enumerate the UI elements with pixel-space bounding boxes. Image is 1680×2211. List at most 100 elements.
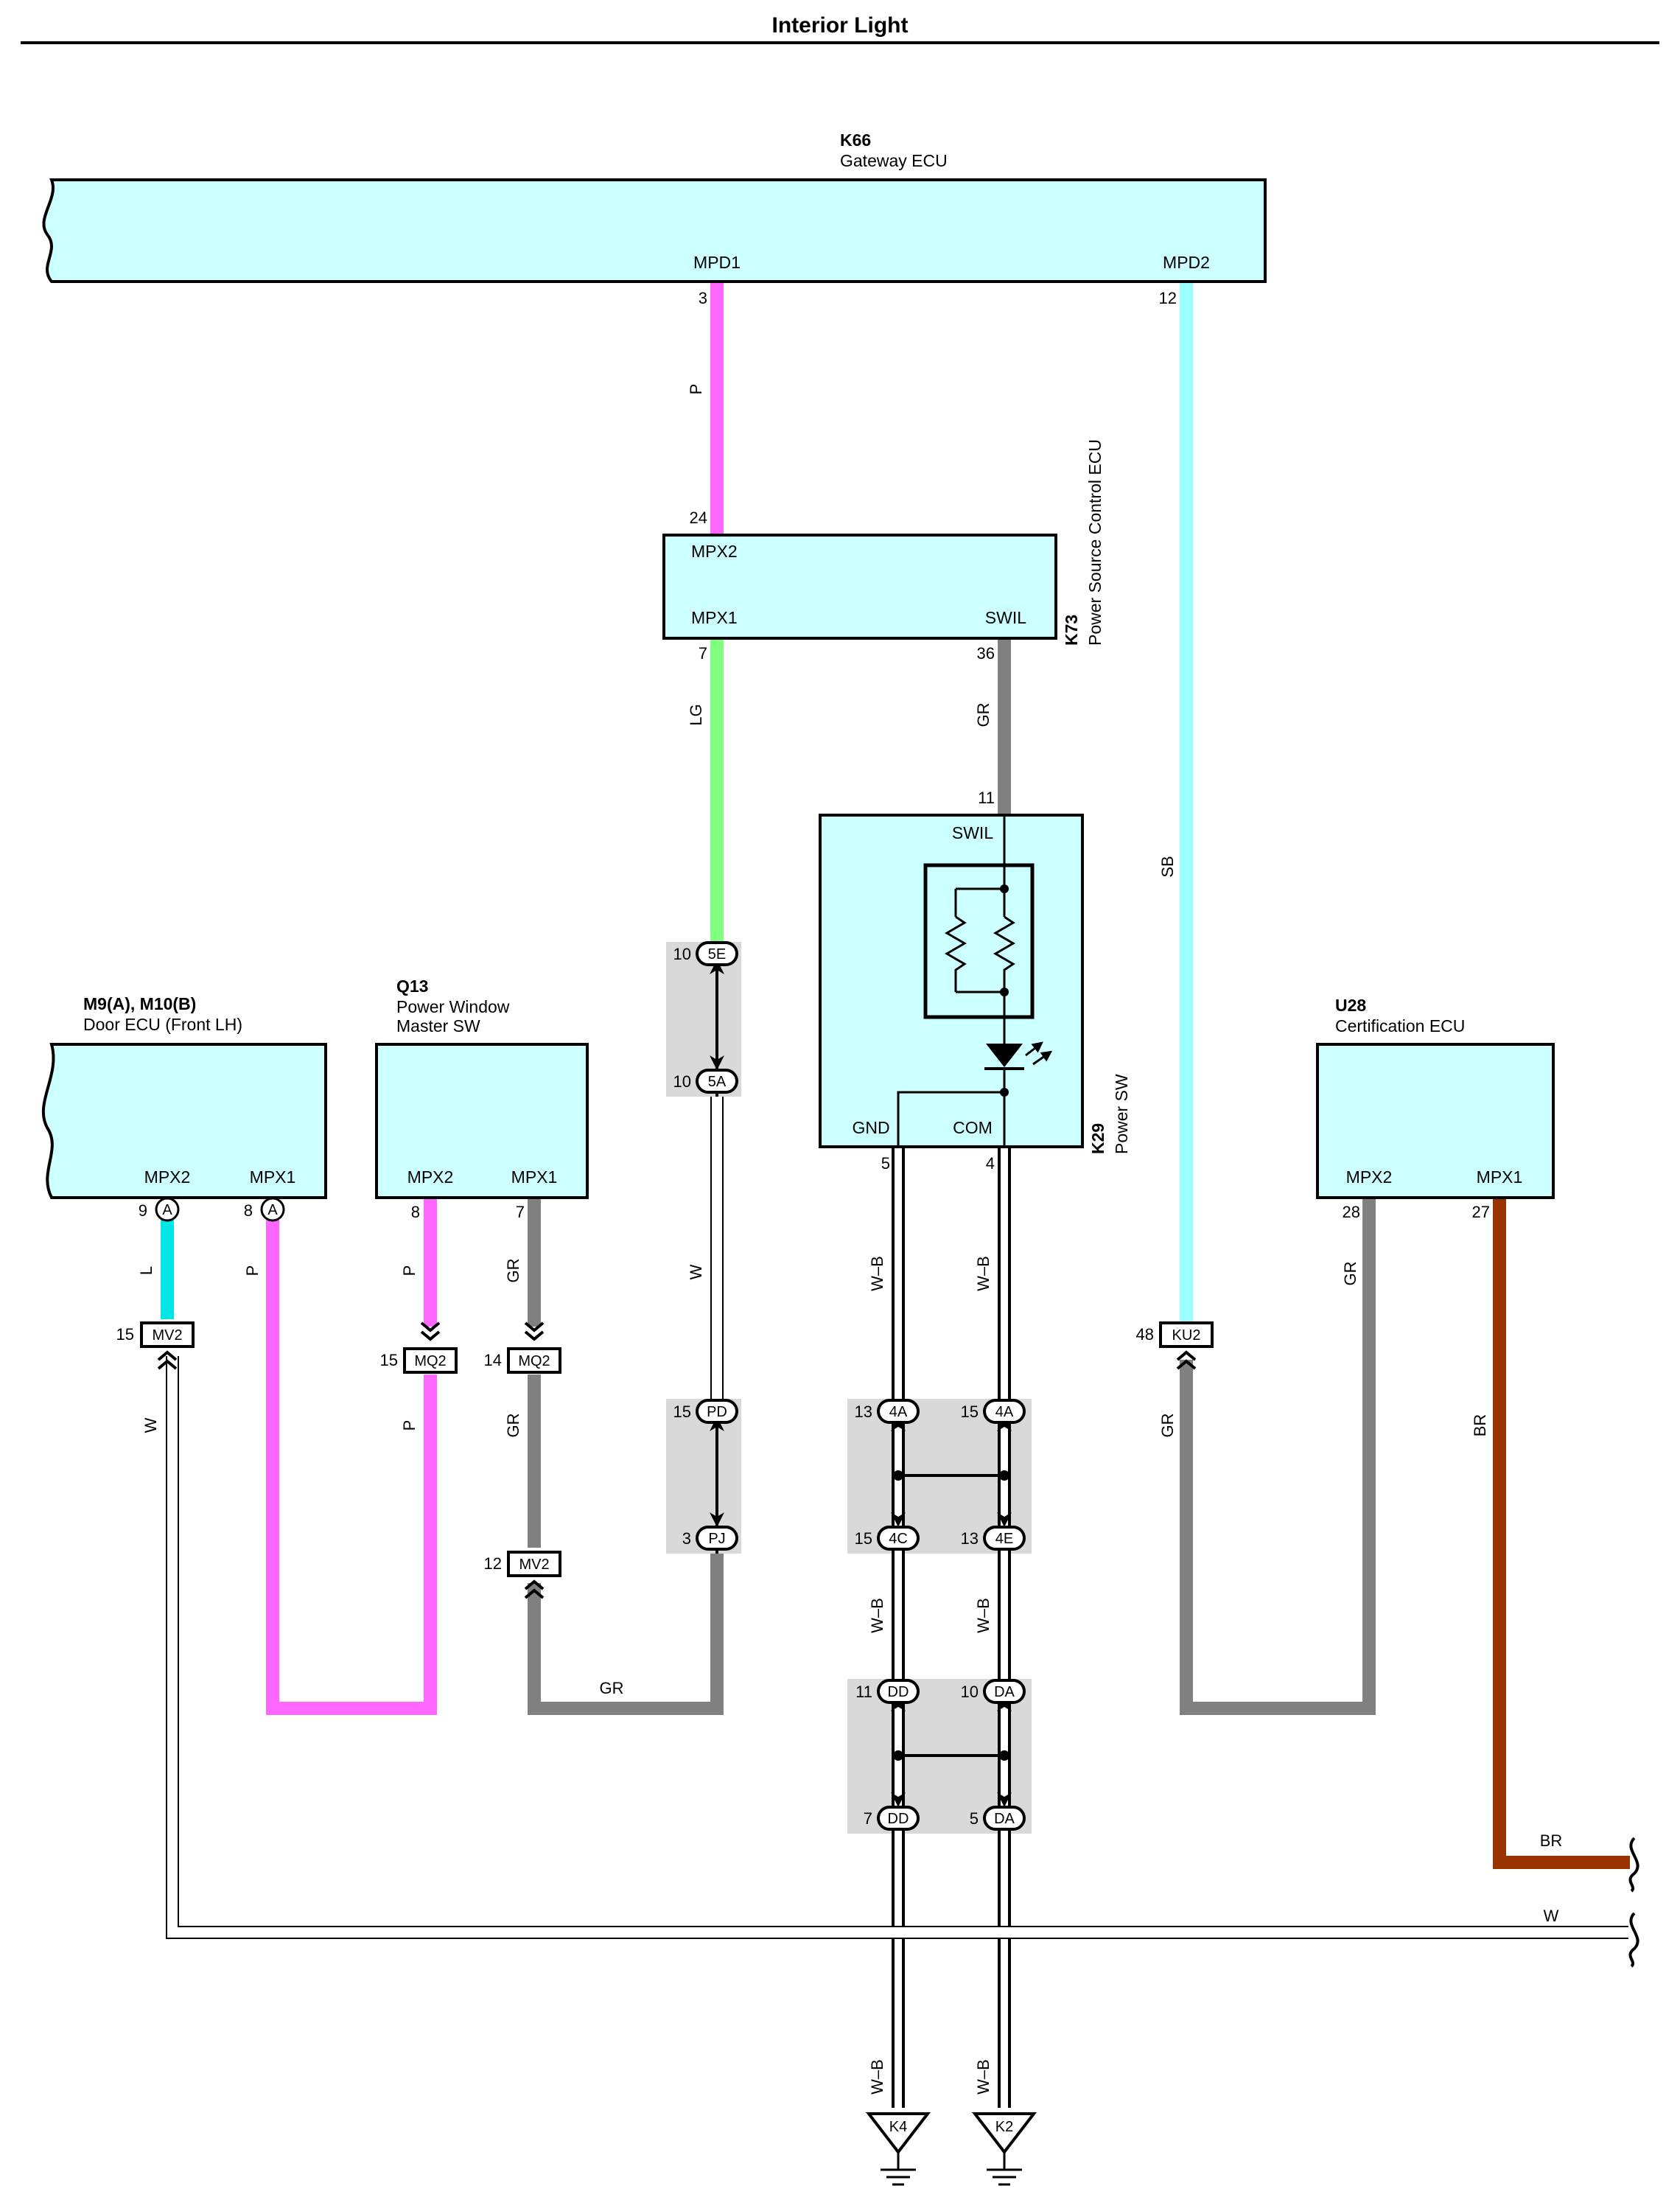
wire-gr-ku2-u28 bbox=[1180, 1198, 1376, 1715]
svg-text:PJ: PJ bbox=[708, 1531, 725, 1547]
k29-term-swil: SWIL bbox=[952, 823, 993, 842]
q13-pin-mpx1: 7 bbox=[516, 1203, 525, 1221]
wire-label-gr: GR bbox=[1158, 1414, 1177, 1438]
wire-label-p: P bbox=[400, 1265, 419, 1276]
k29-pin-swil: 11 bbox=[978, 789, 995, 807]
k73-pin-mpx2: 24 bbox=[690, 509, 707, 527]
splice-da-5: DA 5 bbox=[970, 1806, 1026, 1831]
k73-power-source-control-ecu: MPX2 MPX1 SWIL 24 7 36 K73 Power Source … bbox=[662, 439, 1105, 663]
svg-text:15: 15 bbox=[380, 1351, 398, 1369]
svg-text:DD: DD bbox=[888, 1811, 909, 1827]
wire-label-br: BR bbox=[1471, 1414, 1489, 1437]
wire-label-wb: W–B bbox=[974, 1256, 993, 1291]
svg-text:DD: DD bbox=[888, 1684, 909, 1700]
ground-k4: K4 bbox=[865, 2112, 931, 2186]
wire-label-wb: W–B bbox=[974, 1598, 993, 1633]
m9-pin-mpx1: 8 bbox=[244, 1201, 253, 1220]
wire-label-gr: GR bbox=[974, 703, 993, 727]
k73-name: Power Source Control ECU bbox=[1085, 439, 1105, 646]
svg-text:15: 15 bbox=[673, 1403, 691, 1421]
k29-pin-gnd: 5 bbox=[881, 1154, 890, 1173]
svg-text:KU2: KU2 bbox=[1172, 1327, 1201, 1344]
svg-text:7: 7 bbox=[864, 1809, 872, 1828]
connector-mq2-15: MQ2 15 bbox=[380, 1321, 458, 1374]
k73-pin-mpx1: 7 bbox=[699, 644, 707, 663]
q13-pin-mpx2: 8 bbox=[411, 1203, 420, 1221]
k66-name: Gateway ECU bbox=[840, 151, 948, 170]
connector-ku2-48: KU2 48 bbox=[1136, 1321, 1214, 1370]
splice-4a-13: 4A 13 bbox=[855, 1399, 920, 1424]
resistor-icon bbox=[993, 915, 1015, 992]
svg-text:4A: 4A bbox=[995, 1404, 1014, 1420]
k73-pin-swil: 36 bbox=[977, 644, 995, 663]
splice-arrows bbox=[710, 960, 1012, 1807]
svg-text:15: 15 bbox=[855, 1529, 872, 1548]
k66-term-mpd1: MPD1 bbox=[693, 253, 741, 272]
svg-text:MQ2: MQ2 bbox=[518, 1353, 550, 1369]
m9-door-ecu: M9(A), M10(B) Door ECU (Front LH) MPX2 M… bbox=[42, 994, 327, 1222]
wire-label-wb: W–B bbox=[974, 2059, 993, 2095]
m9-pin-mpx2: 9 bbox=[139, 1201, 147, 1220]
svg-text:15: 15 bbox=[116, 1325, 134, 1344]
q13-power-window-master-sw: Q13 Power Window Master SW MPX2 MPX1 8 7 bbox=[375, 977, 589, 1221]
k29-resistor-box bbox=[923, 863, 1035, 1019]
svg-text:15: 15 bbox=[961, 1403, 979, 1421]
k29-name: Power SW bbox=[1112, 1074, 1131, 1154]
svg-text:PD: PD bbox=[707, 1404, 727, 1420]
k73-term-mpx2: MPX2 bbox=[691, 542, 738, 561]
svg-text:11: 11 bbox=[855, 1683, 872, 1701]
m9-term-mpx2: MPX2 bbox=[144, 1167, 191, 1187]
splice-dd-7: DD 7 bbox=[864, 1806, 920, 1831]
k66-code: K66 bbox=[840, 130, 871, 150]
svg-text:10: 10 bbox=[961, 1683, 979, 1701]
svg-text:MQ2: MQ2 bbox=[414, 1353, 446, 1369]
wire-label-gr: GR bbox=[1341, 1262, 1359, 1286]
wire-label-wb: W–B bbox=[868, 1256, 886, 1291]
svg-text:10: 10 bbox=[673, 1072, 691, 1091]
splice-4a-15: 4A 15 bbox=[961, 1399, 1026, 1424]
svg-text:3: 3 bbox=[682, 1529, 691, 1548]
svg-text:13: 13 bbox=[855, 1403, 872, 1421]
connector-mv2-15: MV2 15 bbox=[116, 1321, 195, 1370]
svg-text:10: 10 bbox=[673, 945, 691, 963]
k73-code: K73 bbox=[1062, 615, 1081, 646]
wire-label-lg: LG bbox=[687, 704, 705, 725]
m9-name: Door ECU (Front LH) bbox=[83, 1015, 242, 1034]
u28-term-mpx1: MPX1 bbox=[1477, 1167, 1523, 1187]
wire-label-sb: SB bbox=[1158, 856, 1177, 877]
wire-label-br: BR bbox=[1540, 1831, 1563, 1850]
wire-w-left bbox=[166, 1356, 1628, 1939]
svg-text:K2: K2 bbox=[995, 2119, 1013, 2135]
wire-label-gr: GR bbox=[504, 1414, 522, 1438]
u28-code: U28 bbox=[1335, 996, 1366, 1015]
wire-label-gr: GR bbox=[600, 1679, 624, 1697]
k29-power-sw: SWIL GND COM 11 5 4 K29 Power SW bbox=[819, 789, 1131, 1173]
svg-text:48: 48 bbox=[1136, 1325, 1154, 1344]
m9-conn-a1: A bbox=[162, 1202, 172, 1218]
q13-term-mpx2: MPX2 bbox=[407, 1167, 454, 1187]
m9-conn-a2: A bbox=[267, 1202, 278, 1218]
svg-text:DA: DA bbox=[994, 1811, 1015, 1827]
wire-label-p: P bbox=[687, 384, 705, 395]
page-title: Interior Light bbox=[772, 13, 909, 38]
k66-gateway-ecu: K66 Gateway ECU MPD1 MPD2 3 12 bbox=[42, 130, 1267, 307]
splice-pj: PJ 3 bbox=[682, 1526, 738, 1551]
u28-pin-mpx1: 27 bbox=[1472, 1203, 1490, 1221]
k66-term-mpd2: MPD2 bbox=[1163, 253, 1210, 272]
wire-label-w: W bbox=[141, 1417, 160, 1433]
splice-5a: 5A 10 bbox=[673, 1069, 738, 1094]
svg-text:MV2: MV2 bbox=[152, 1327, 182, 1344]
u28-name: Certification ECU bbox=[1335, 1016, 1465, 1035]
svg-text:14: 14 bbox=[484, 1351, 502, 1369]
wire-p-m9-q13 bbox=[266, 1220, 437, 1715]
splice-dd-11: DD 11 bbox=[855, 1679, 920, 1704]
svg-text:DA: DA bbox=[994, 1684, 1015, 1700]
svg-text:5: 5 bbox=[970, 1809, 979, 1828]
u28-term-mpx2: MPX2 bbox=[1346, 1167, 1393, 1187]
wire-label-p: P bbox=[243, 1265, 262, 1276]
k73-term-mpx1: MPX1 bbox=[691, 608, 738, 627]
resistor-icon bbox=[945, 915, 967, 992]
wire-label-w: W bbox=[687, 1264, 705, 1279]
m9-code: M9(A), M10(B) bbox=[83, 994, 196, 1013]
